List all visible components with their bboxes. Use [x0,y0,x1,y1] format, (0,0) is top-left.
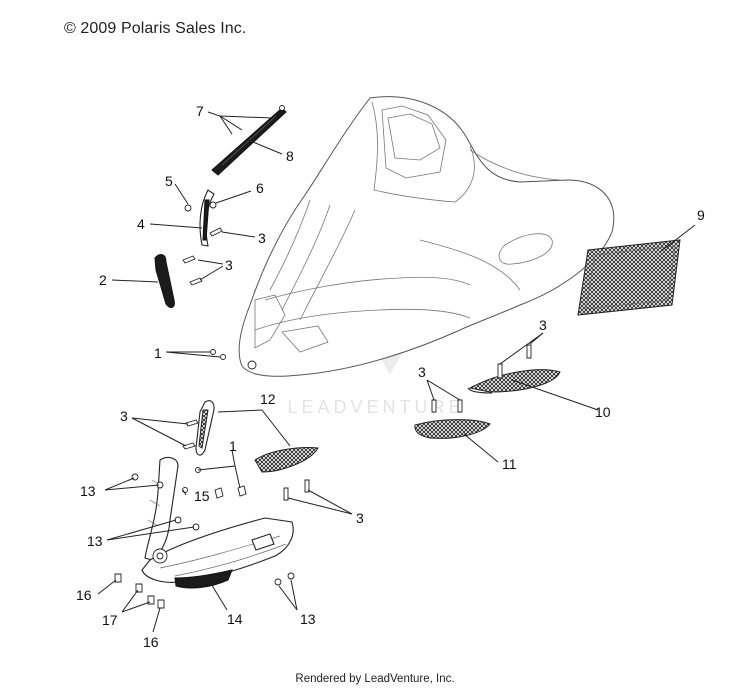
callout-13-b[interactable]: 13 [87,533,103,549]
callout-3-d[interactable]: 3 [418,364,426,380]
callout-5[interactable]: 5 [165,173,173,189]
callout-4[interactable]: 4 [137,216,145,232]
callout-2[interactable]: 2 [99,272,107,288]
callout-17[interactable]: 17 [102,612,118,628]
windshield-opening [371,101,475,203]
callout-3-b[interactable]: 3 [225,257,233,273]
callout-3-e[interactable]: 3 [120,408,128,424]
side-vent-recess [498,233,553,265]
hood-assembly[interactable] [238,96,615,377]
callout-10[interactable]: 10 [595,404,611,420]
windshield-inner [387,113,441,161]
callout-3-a[interactable]: 3 [258,230,266,246]
part-12-vent[interactable] [195,400,319,473]
callout-15[interactable]: 15 [194,488,210,504]
headlight-left [254,294,286,349]
hood-crease-lower [254,308,471,331]
copyright-text: © 2009 Polaris Sales Inc. [64,20,247,37]
part-10-vent[interactable] [467,369,561,394]
part-14-lower-nose-pan[interactable] [141,457,294,589]
part-9-side-grille[interactable] [577,239,681,316]
callout-9[interactable]: 9 [697,207,705,223]
hood-outline [238,96,615,377]
hood-top-edge [469,149,561,181]
hood-nose-fastener [247,360,257,370]
callout-6[interactable]: 6 [256,180,264,196]
hood-side-panel [419,239,521,291]
part-4-trim[interactable] [199,189,215,247]
fasteners [114,201,532,609]
callout-13-c[interactable]: 13 [300,611,316,627]
callout-labels: 7 8 5 6 4 3 3 2 9 1 3 3 10 12 3 1 11 13 … [76,103,705,650]
callout-16-a[interactable]: 16 [76,587,92,603]
callout-11[interactable]: 11 [502,456,517,472]
front-intake [281,325,329,353]
hood-crease-upper [264,276,471,301]
callout-16-b[interactable]: 16 [143,634,159,650]
hood-side-contours [269,199,356,321]
callout-13-a[interactable]: 13 [80,483,96,499]
callout-14[interactable]: 14 [227,611,243,627]
callout-1-b[interactable]: 1 [229,438,237,454]
callout-12[interactable]: 12 [260,391,276,407]
part-2-side-trim[interactable] [154,254,175,308]
callout-3-c[interactable]: 3 [539,317,547,333]
render-credit: Rendered by LeadVenture, Inc. [295,673,455,685]
windshield-frame [381,105,447,179]
callout-3-f[interactable]: 3 [356,510,364,526]
callout-8[interactable]: 8 [286,148,294,164]
watermark-text: LEADVENTURE [287,397,464,417]
callout-1-a[interactable]: 1 [154,345,162,361]
callout-7[interactable]: 7 [196,103,204,119]
leader-lines [97,111,696,633]
part-11-vent[interactable] [414,419,491,439]
